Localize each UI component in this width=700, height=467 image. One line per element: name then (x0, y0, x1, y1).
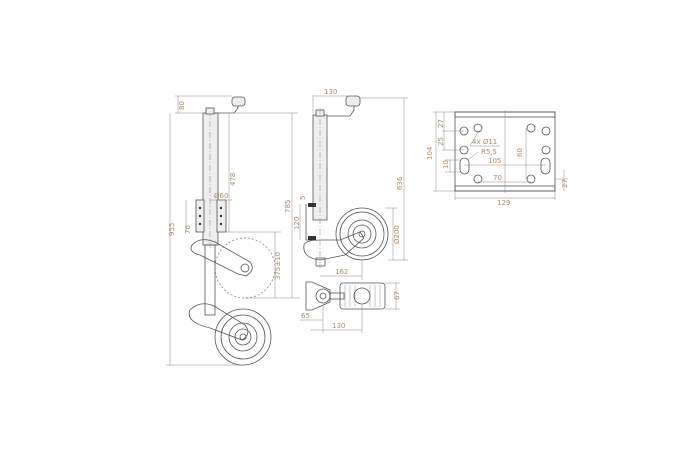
wheel (335, 207, 389, 261)
dim-wheel-width: 67 (393, 291, 401, 300)
dim-base-offset: 65 (301, 312, 310, 320)
dim-plate-width: 129 (497, 199, 510, 207)
arm (303, 231, 365, 261)
dim-slot-length: 10 (442, 160, 450, 169)
dim-wheel-diameter: Ø200 (393, 225, 401, 244)
dim-horizontal-spacing: 105 (488, 157, 501, 165)
dim-tube-diameter: Ø60 (214, 192, 228, 200)
dim-total-height: 955 (168, 223, 176, 236)
wheel (214, 308, 272, 366)
dim-height-636: 636 (396, 176, 404, 190)
dim-bottom-edge: 27 (561, 179, 569, 188)
lower-tube (204, 244, 216, 316)
crank-knob (231, 96, 246, 107)
wheel-tread (339, 282, 386, 310)
dim-wheel-travel: 375±10 (274, 252, 282, 280)
crank-handle (327, 106, 355, 117)
crank-knob (345, 95, 361, 107)
dim-height-785: 785 (284, 200, 292, 213)
front-view (299, 95, 408, 280)
dim-vertical-spacing: 60 (516, 148, 524, 157)
dim-offset-130: 130 (332, 322, 345, 330)
tube-cap (205, 107, 215, 115)
dim-clamp-height-120: 120 (293, 217, 301, 230)
dim-hole-spacing: 25 (437, 137, 445, 146)
side-view (166, 95, 300, 366)
wheel-raised-position (214, 237, 276, 299)
dim-inner-spacing: 70 (493, 174, 502, 182)
upper-arm (190, 239, 253, 277)
dim-wheel-offset: 162 (335, 268, 348, 276)
dim-slot-radius: R5,5 (481, 148, 497, 156)
top-view (300, 281, 400, 333)
dim-gap: 5 (299, 196, 307, 200)
dim-handle-offset: 130 (324, 88, 337, 96)
dim-tube-length: 478 (229, 173, 237, 186)
dim-holes: 4x Ø11 (472, 138, 497, 146)
dim-top-edge: 27 (437, 119, 445, 128)
mounting-plate-view (433, 110, 568, 200)
lower-arm (188, 303, 249, 341)
base (305, 281, 331, 311)
tube (202, 112, 219, 246)
dim-clamp-height: 70 (184, 225, 192, 234)
dim-plate-height: 104 (426, 146, 434, 160)
dim-handle-height: 80 (178, 101, 186, 110)
